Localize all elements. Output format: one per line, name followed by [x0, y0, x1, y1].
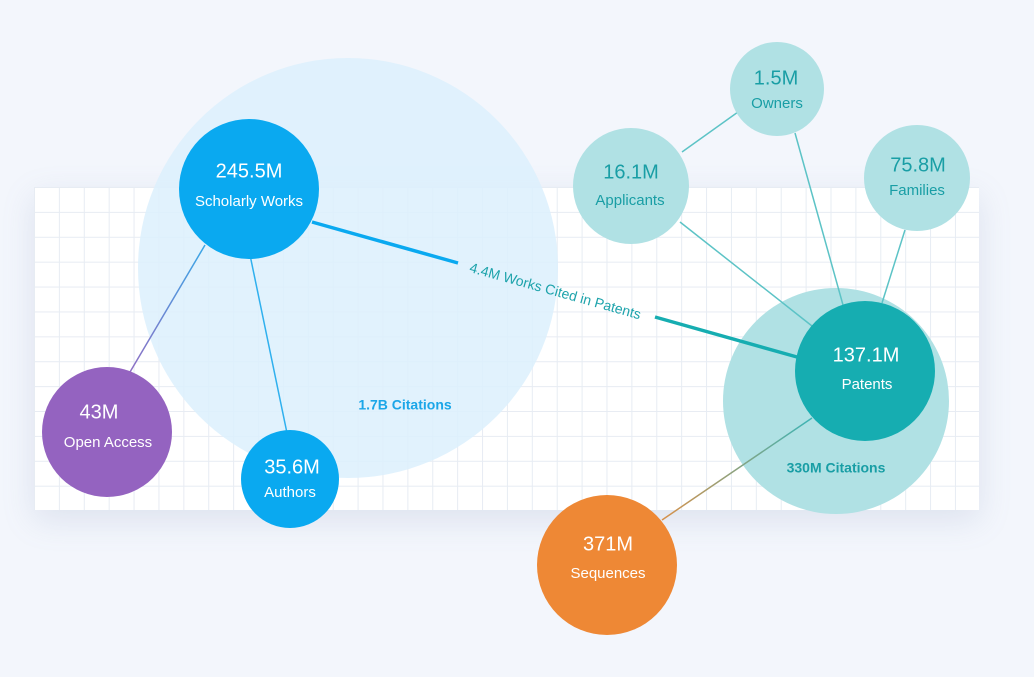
node-authors[interactable]: 35.6M Authors	[241, 430, 339, 528]
node-patents[interactable]: 137.1M Patents	[795, 301, 935, 441]
edge-scholarly-open-access	[129, 244, 206, 373]
edge-works-cited-in-patents-left	[311, 220, 459, 265]
edge-works-cited-in-patents-right	[654, 315, 798, 359]
authors-label: Authors	[264, 484, 316, 501]
node-open-access[interactable]: 43M Open Access	[42, 367, 172, 497]
node-scholarly-works[interactable]: 245.5M Scholarly Works	[179, 119, 319, 259]
scholarly-works-label: Scholarly Works	[195, 193, 303, 210]
edge-owners-patents	[794, 132, 844, 306]
edge-applicants-patents	[679, 221, 813, 327]
owners-label: Owners	[751, 95, 803, 112]
scholarly-citations-label: 1.7B Citations	[358, 397, 452, 413]
sequences-value: 371M	[583, 533, 633, 555]
sequences-label: Sequences	[570, 565, 645, 582]
edge-patents-sequences	[661, 417, 813, 521]
applicants-value: 16.1M	[603, 161, 659, 183]
node-applicants[interactable]: 16.1M Applicants	[573, 128, 689, 244]
owners-value: 1.5M	[754, 67, 798, 89]
node-owners[interactable]: 1.5M Owners	[730, 42, 824, 136]
families-label: Families	[889, 182, 945, 199]
edge-scholarly-authors	[249, 254, 288, 434]
applicants-label: Applicants	[595, 192, 664, 209]
patents-value: 137.1M	[833, 344, 900, 366]
patents-label: Patents	[842, 376, 893, 393]
patent-citations-label: 330M Citations	[787, 460, 886, 476]
families-value: 75.8M	[890, 154, 946, 176]
open-access-label: Open Access	[64, 434, 152, 451]
authors-value: 35.6M	[264, 456, 320, 478]
node-sequences[interactable]: 371M Sequences	[537, 495, 677, 635]
edge-families-patents	[881, 229, 906, 304]
node-families[interactable]: 75.8M Families	[864, 125, 970, 231]
scholarly-works-value: 245.5M	[216, 160, 283, 182]
edge-applicants-owners	[681, 111, 739, 153]
open-access-value: 43M	[80, 401, 119, 423]
